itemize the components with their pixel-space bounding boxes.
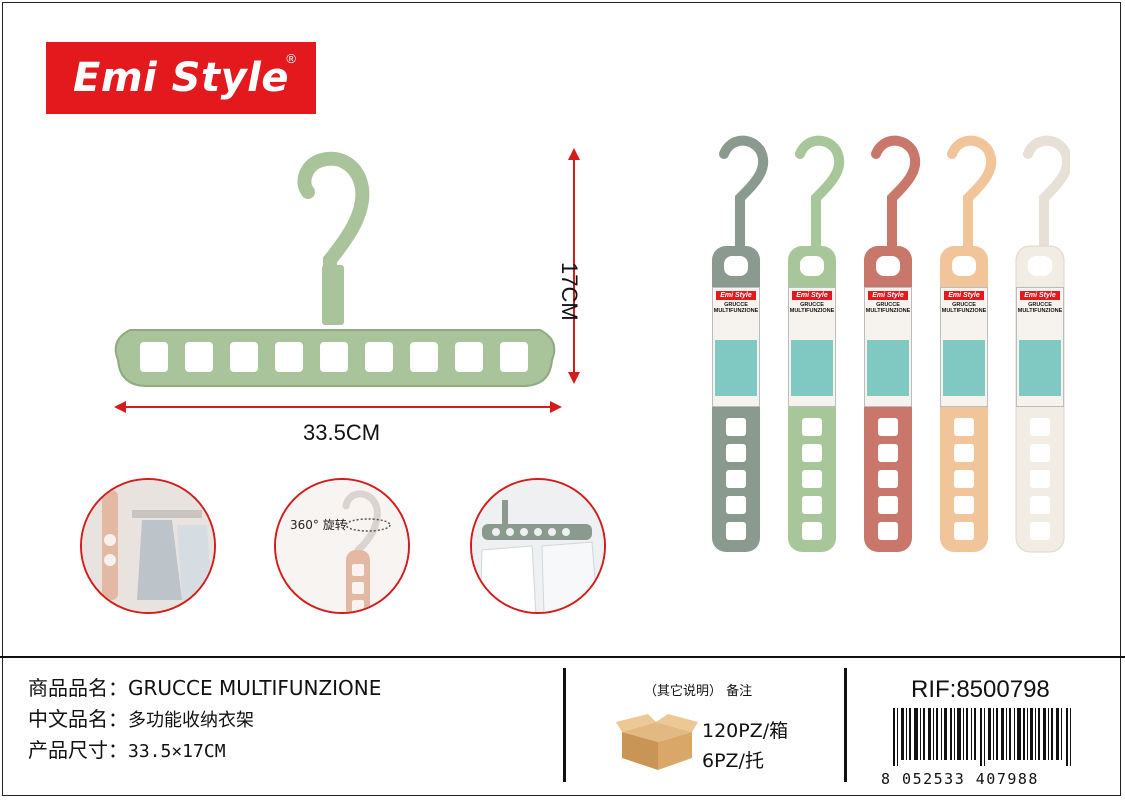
tag-title: GRUCCE MULTIFUNZIONE [941,302,987,314]
tag-title: GRUCCE MULTIFUNZIONE [865,302,911,314]
remarks-label: （其它说明） 备注 [644,684,753,699]
tag-brand: Emi Style [944,291,984,300]
tag-title: GRUCCE MULTIFUNZIONE [713,302,759,314]
usage-photo-1 [82,480,214,612]
main-hanger-image [114,151,562,413]
package-tag-1: Emi Style GRUCCE MULTIFUNZIONE [712,287,760,407]
product-size-row: 产品尺寸：33.5×17CM [28,734,226,763]
tag-title: GRUCCE MULTIFUNZIONE [789,302,835,314]
height-dimension-label: 17CM [557,262,582,321]
usage-photo-circle-1 [80,478,216,614]
product-name-label: 商品品名： [28,676,128,700]
product-name-value: GRUCCE MULTIFUNZIONE [128,676,382,700]
product-size-value: 33.5×17CM [128,741,226,762]
package-tag-2: Emi Style GRUCCE MULTIFUNZIONE [788,287,836,407]
usage-photo-circle-2 [470,478,606,614]
registered-mark: ® [286,51,296,66]
tag-band [867,340,909,396]
tag-brand: Emi Style [716,291,756,300]
barcode [893,708,1071,766]
chinese-name-value: 多功能收纳衣架 [128,710,254,731]
tag-brand: Emi Style [792,291,832,300]
rotation-feature-circle: 360° 旋转 [274,478,410,614]
usage-photo-2 [472,480,604,612]
column-divider-2 [844,668,847,782]
reference-number: RIF:8500798 [911,676,1050,703]
info-divider [0,656,1125,658]
tag-band [1019,340,1061,396]
quantity-per-box: 120PZ/箱 [702,720,789,742]
package-tag-5: Emi Style GRUCCE MULTIFUNZIONE [1016,287,1064,407]
rotation-label: 360° 旋转 [290,518,347,532]
package-tag-3: Emi Style GRUCCE MULTIFUNZIONE [864,287,912,407]
tag-brand: Emi Style [1020,291,1060,300]
height-arrow [568,148,580,384]
product-name-row: 商品品名：GRUCCE MULTIFUNZIONE [28,672,381,701]
chinese-name-row: 中文品名：多功能收纳衣架 [28,703,254,732]
rotation-illustration [276,480,408,612]
width-dimension-label: 33.5CM [303,420,381,445]
package-tag-4: Emi Style GRUCCE MULTIFUNZIONE [940,287,988,407]
tag-band [791,340,833,396]
product-size-label: 产品尺寸： [28,738,128,762]
carton-box-icon [616,714,698,770]
barcode-number: 8 052533 407988 [881,770,1039,788]
tag-title: GRUCCE MULTIFUNZIONE [1017,302,1063,314]
tag-band [715,340,757,396]
chinese-name-label: 中文品名： [28,707,128,731]
quantity-per-pallet: 6PZ/托 [702,750,764,772]
tag-band [943,340,985,396]
column-divider-1 [563,668,566,782]
tag-brand: Emi Style [868,291,908,300]
brand-name: Emi Style [73,55,289,101]
brand-logo: Emi Style ® [46,42,316,114]
